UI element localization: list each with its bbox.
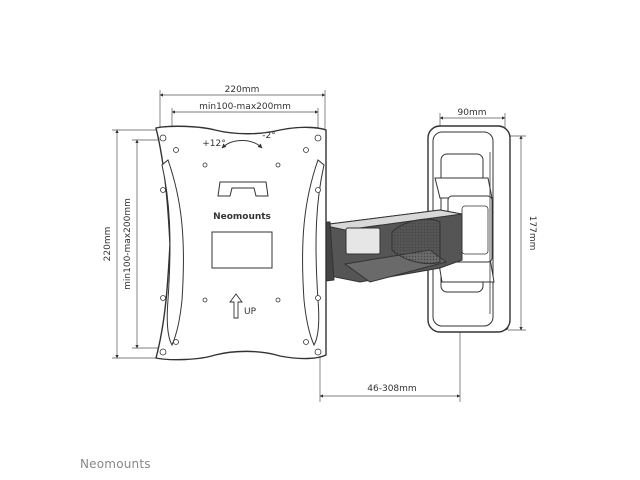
footer-brand: Neomounts [80,457,151,471]
tilt-up-label: +12° [202,139,226,149]
tilt-down-label: -2° [262,131,275,141]
up-arrow-icon [229,293,243,319]
dim-vesa-horizontal: min100-max200mm [199,102,291,112]
dim-vesa-vertical: min100-max200mm [123,198,133,290]
tilt-arrow [221,140,263,149]
plate-logo: Neomounts [213,212,271,222]
dim-wall-plate-width: 90mm [458,108,487,118]
dim-plate-height: 220mm [103,227,113,262]
dim-plate-width: 220mm [225,85,260,95]
up-label: UP [244,307,257,317]
vesa-plate [155,125,327,361]
dim-wall-plate-height: 177mm [527,216,537,251]
dim-arm-extension: 46-308mm [367,384,416,394]
